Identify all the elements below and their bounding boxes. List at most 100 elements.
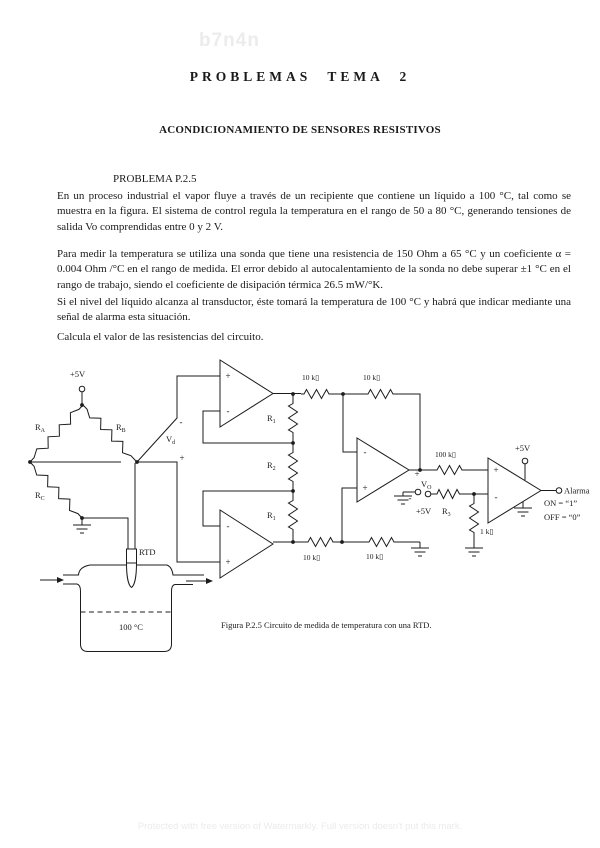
rtd-sheath <box>127 549 137 563</box>
wire <box>82 518 128 549</box>
wire-feedback <box>397 394 420 470</box>
r2-label: R2 <box>267 460 276 472</box>
ground-icon <box>411 542 429 556</box>
paragraph-2: Para medir la temperatura se utiliza una… <box>57 248 571 291</box>
rtd-bulb <box>127 563 137 588</box>
ra-label: RA <box>35 422 46 434</box>
outlet-arrow-icon <box>206 578 213 584</box>
resistor-1k <box>470 500 479 538</box>
junction-dot <box>135 460 139 464</box>
alarma-label: Alarma <box>564 486 590 496</box>
rtd-probe: RTD <box>127 547 156 588</box>
opamp-minus-sign: - <box>227 521 230 531</box>
junction-dot <box>80 516 84 520</box>
opamp-comparator <box>488 458 541 523</box>
opamp-plus-sign: + <box>493 465 498 475</box>
vessel: 100 °C <box>40 565 213 652</box>
comp-supply-label: +5V <box>515 443 531 453</box>
inlet-pipe-top <box>63 565 90 575</box>
junction-dot <box>291 489 295 493</box>
resistor-r3 <box>435 490 463 499</box>
alarm-terminal <box>556 488 562 494</box>
vo-plus-sign: + <box>414 469 419 479</box>
wire-vd-minus <box>137 376 220 462</box>
r1-top-label: R1 <box>267 413 276 425</box>
rtd-label: RTD <box>139 547 156 557</box>
alarm-off-label: OFF = “0” <box>544 512 581 522</box>
opamp-plus-sign: + <box>225 371 230 381</box>
rb-label: RB <box>116 422 126 434</box>
resistor-10k-bottom2 <box>366 538 398 547</box>
rc-label: RC <box>35 490 45 502</box>
junction-dot <box>291 441 295 445</box>
opamp-plus-sign: + <box>225 557 230 567</box>
difference-amplifier: 10 k▯ 10 k▯ 10 k▯ 10 k▯ - + + VO - <box>301 373 434 562</box>
page-title: PROBLEMAS TEMA 2 <box>189 69 411 84</box>
r10k-label: 10 k▯ <box>363 373 380 382</box>
junction-dot <box>472 492 476 496</box>
watermark-top: b7n4n <box>199 30 260 51</box>
opamp-buffer-bottom <box>220 510 273 578</box>
opamp-minus-sign: - <box>495 492 498 502</box>
resistor-10k-top1 <box>301 390 333 399</box>
resistor-rb <box>83 405 137 462</box>
ground-icon <box>73 518 91 533</box>
vo-terminal <box>415 489 421 495</box>
comparator-alarm: 100 k▯ +5V R3 1 k▯ + - +5V <box>416 443 590 556</box>
ground-icon <box>514 502 532 517</box>
supply-terminal <box>522 458 528 464</box>
r3-label: R3 <box>442 506 451 518</box>
bridge-supply-label: +5V <box>70 369 86 379</box>
vo-minus-sign: - <box>409 493 412 503</box>
alarm-on-label: ON = “1” <box>544 498 577 508</box>
junction-dot <box>341 392 345 396</box>
vd-minus-sign: - <box>180 417 183 427</box>
opamp-difference <box>357 438 409 502</box>
junction-dot <box>28 460 32 464</box>
ground-icon <box>465 538 483 556</box>
figure-caption: Figura P.2.5 Circuito de medida de tempe… <box>221 620 432 630</box>
r10k-label: 10 k▯ <box>366 552 383 561</box>
opamp-buffer-top <box>220 360 273 427</box>
r10k-label: 10 k▯ <box>302 373 319 382</box>
opamp-plus-sign: + <box>362 483 367 493</box>
junction-dot <box>80 403 84 407</box>
resistor-r1-bottom <box>289 497 298 534</box>
circuit-figure: +5V RA RB RC - Vd + <box>28 350 590 680</box>
r10k-label: 10 k▯ <box>303 553 320 562</box>
r1k-label: 1 k▯ <box>480 527 494 536</box>
opamp-minus-sign: - <box>364 447 367 457</box>
wire-vd-plus <box>137 462 220 562</box>
vo-label: VO <box>421 479 432 491</box>
resistor-r1-top <box>289 400 298 437</box>
wire <box>342 488 357 542</box>
inlet-arrow-icon <box>57 577 64 583</box>
ground-icon <box>394 492 415 504</box>
paragraph-4: Calcula el valor de las resistencias del… <box>57 331 264 343</box>
ref-supply-label: +5V <box>416 506 432 516</box>
resistor-rc <box>30 462 82 518</box>
wheatstone-bridge: +5V RA RB RC - Vd + <box>28 369 220 562</box>
resistor-r2 <box>289 449 298 486</box>
resistor-ra <box>30 405 83 462</box>
opamp-minus-sign: - <box>227 406 230 416</box>
r100k-label: 100 k▯ <box>435 450 456 459</box>
liquid-temp-label: 100 °C <box>119 622 143 632</box>
junction-dot <box>291 540 295 544</box>
watermark-bottom: Protected with free version of Watermark… <box>137 821 463 832</box>
vd-label: Vd <box>166 434 175 446</box>
resistor-10k-top2 <box>365 390 397 399</box>
junction-dot <box>418 468 422 472</box>
wire <box>343 394 357 452</box>
junction-dot <box>340 540 344 544</box>
supply-terminal <box>79 386 85 392</box>
paragraph-1: En un proceso industrial el vapor fluye … <box>57 190 571 233</box>
section-subtitle: ACONDICIONAMIENTO DE SENSORES RESISTIVOS <box>159 124 441 136</box>
wire-feedback-bottom <box>203 491 293 526</box>
outlet-pipe-top <box>167 565 204 575</box>
resistor-10k-bottom1 <box>305 538 337 547</box>
resistor-100k <box>434 466 466 475</box>
vd-plus-sign: + <box>179 453 184 463</box>
supply-terminal <box>425 491 431 497</box>
